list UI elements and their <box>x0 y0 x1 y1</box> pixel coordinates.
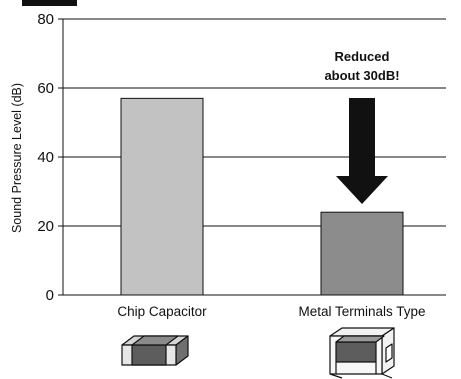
header-fragment <box>22 0 77 6</box>
annotation-line-2: about 30dB! <box>324 68 399 83</box>
metal-terminal-capacitor-component-icon <box>329 327 395 379</box>
reduction-arrow-icon <box>336 98 388 204</box>
category-label-chip-capacitor: Chip Capacitor <box>117 304 207 319</box>
y-tick-label-80: 80 <box>37 11 54 28</box>
bar-metal-terminals-type <box>320 211 404 296</box>
category-label-metal-terminals-type: Metal Terminals Type <box>298 304 425 319</box>
y-tick-labels: 0 20 40 60 80 <box>37 11 54 304</box>
y-tick-label-20: 20 <box>37 218 54 235</box>
y-tick-label-60: 60 <box>37 80 54 97</box>
bar-chip-capacitor <box>120 97 204 296</box>
annotation-line-1: Reduced <box>335 49 390 64</box>
y-tick-label-0: 0 <box>46 287 54 304</box>
chip-capacitor-component-icon <box>121 335 189 366</box>
y-axis-label: Sound Pressure Level (dB) <box>10 83 24 233</box>
y-tick-label-40: 40 <box>37 149 54 166</box>
